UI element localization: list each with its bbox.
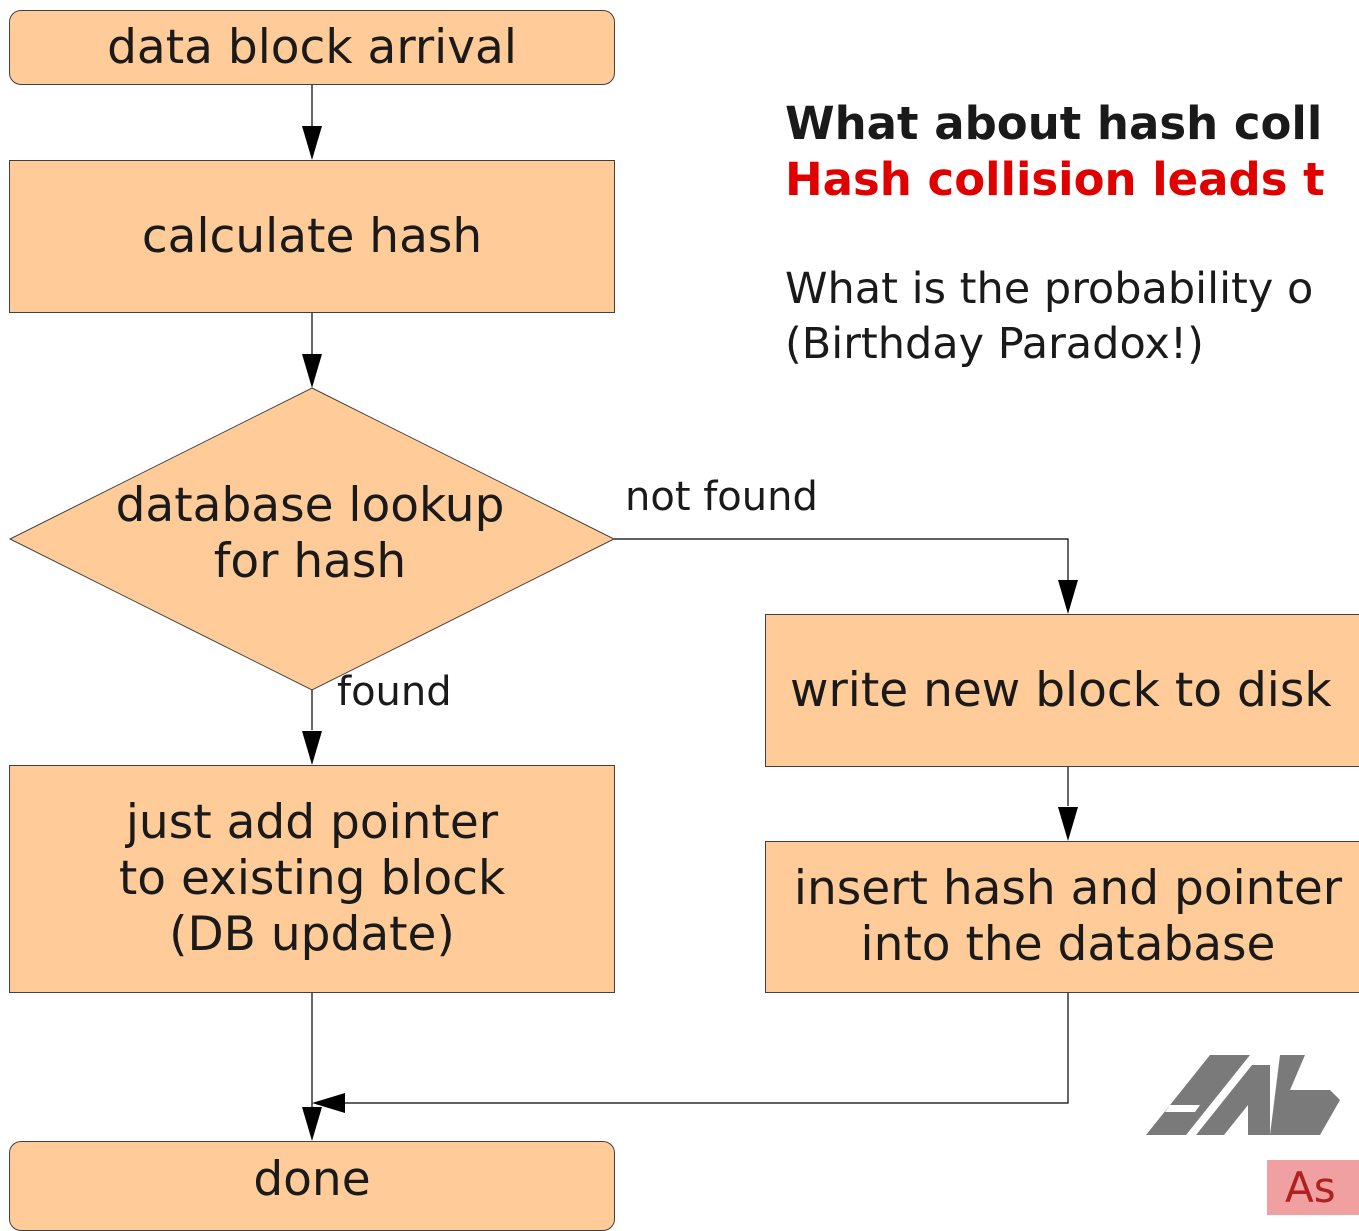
arrow-lookup-to-write bbox=[614, 538, 1069, 580]
logo-wordmark: As bbox=[1267, 1160, 1359, 1215]
node-calculate-hash: calculate hash bbox=[9, 160, 615, 313]
node-label: write new block to disk bbox=[790, 662, 1332, 718]
arrowhead-write bbox=[1058, 580, 1078, 614]
node-label: done bbox=[253, 1152, 371, 1207]
logo-icon bbox=[1146, 1055, 1340, 1135]
node-label: calculate hash bbox=[141, 208, 483, 264]
node-database-lookup-label: database lookup for hash bbox=[115, 478, 505, 589]
node-label: insert hash and pointer into the databas… bbox=[793, 861, 1343, 972]
node-done: done bbox=[9, 1141, 615, 1231]
node-add-pointer: just add pointer to existing block (DB u… bbox=[9, 765, 615, 993]
company-logo bbox=[1140, 1050, 1359, 1215]
edge-label-found: found bbox=[337, 669, 452, 715]
arrowhead-merge bbox=[312, 1093, 345, 1113]
note-question: What about hash coll bbox=[785, 97, 1323, 150]
node-label: data block arrival bbox=[107, 19, 517, 75]
node-label: just add pointer to existing block (DB u… bbox=[118, 795, 506, 962]
arrow-insert-to-merge bbox=[345, 992, 1069, 1104]
node-insert-hash: insert hash and pointer into the databas… bbox=[765, 841, 1359, 993]
note-probability: What is the probability o (Birthday Para… bbox=[785, 264, 1314, 369]
node-data-block-arrival: data block arrival bbox=[9, 10, 615, 85]
edge-label-not-found: not found bbox=[625, 474, 818, 520]
note-warning: Hash collision leads t bbox=[785, 153, 1325, 206]
arrowhead-calc bbox=[302, 126, 322, 160]
node-write-new-block: write new block to disk bbox=[765, 614, 1359, 767]
arrowhead-insert bbox=[1058, 807, 1078, 841]
arrowhead-pointer bbox=[302, 731, 322, 765]
arrowhead-done bbox=[302, 1107, 322, 1141]
arrowhead-lookup bbox=[302, 354, 322, 388]
